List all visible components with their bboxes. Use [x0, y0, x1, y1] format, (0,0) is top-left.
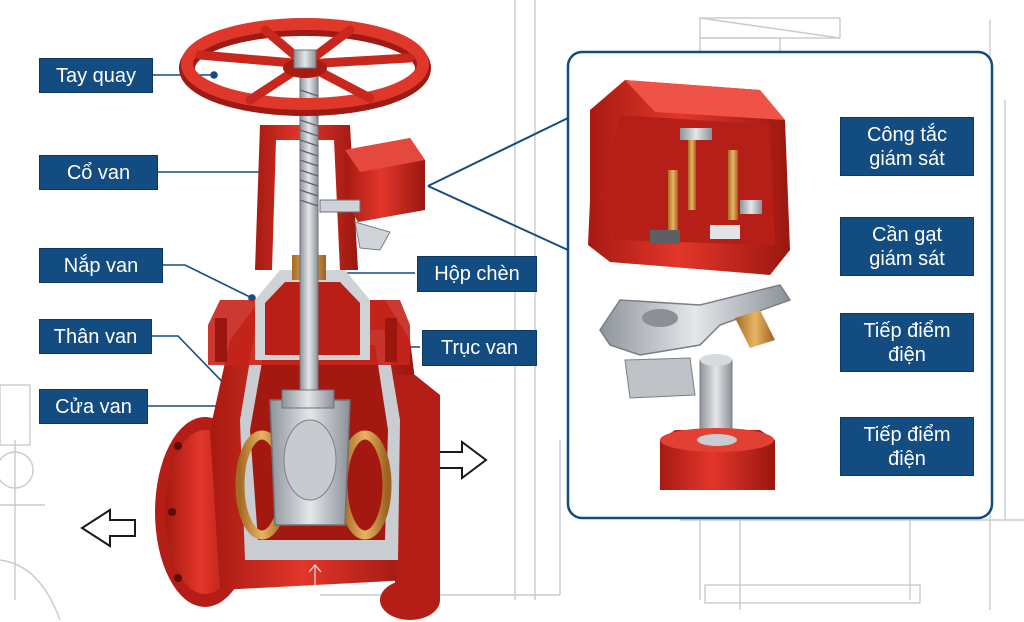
label-electrical-contact-1-line1: Tiếp điểm: [863, 319, 951, 342]
label-handwheel: Tay quay: [39, 58, 153, 93]
label-yoke-text: Cổ van: [66, 161, 131, 184]
label-supervisory-switch: Công tắc giám sát: [840, 117, 974, 176]
flow-arrow-right-icon: [436, 440, 488, 480]
label-electrical-contact-1: Tiếp điểm điện: [840, 313, 974, 372]
label-supervisory-lever-line1: Cần gạt: [871, 223, 943, 246]
valve-body-drawing: [155, 69, 440, 620]
label-yoke: Cổ van: [39, 155, 158, 190]
label-stem: Trục van: [422, 330, 537, 366]
stem-post-drawing: [660, 354, 775, 490]
label-supervisory-lever-line2: giám sát: [869, 247, 945, 270]
label-electrical-contact-2-line2: điện: [888, 447, 926, 470]
label-stem-text: Trục van: [440, 337, 519, 359]
label-gate-text: Cửa van: [55, 395, 132, 418]
label-supervisory-switch-line2: giám sát: [869, 147, 945, 170]
label-electrical-contact-1-line2: điện: [888, 343, 926, 366]
label-bonnet-text: Nắp van: [63, 254, 139, 277]
label-bonnet: Nắp van: [39, 248, 163, 283]
lever-drawing: [599, 284, 792, 399]
handwheel-drawing: [179, 18, 431, 116]
arrow-marker-blueprint: [308, 563, 322, 585]
label-body: Thân van: [39, 319, 152, 354]
flow-arrow-left-icon: [80, 508, 136, 548]
label-electrical-contact-2: Tiếp điểm điện: [840, 417, 974, 476]
label-supervisory-switch-line1: Công tắc: [866, 123, 948, 146]
label-supervisory-lever: Cần gạt giám sát: [840, 217, 974, 276]
label-electrical-contact-2-line1: Tiếp điểm: [863, 423, 951, 446]
flow-arrows: [80, 440, 488, 548]
label-packing-box-text: Hộp chèn: [434, 263, 520, 285]
label-body-text: Thân van: [53, 325, 138, 348]
label-handwheel-text: Tay quay: [55, 64, 137, 87]
label-packing-box: Hộp chèn: [417, 256, 537, 292]
label-gate: Cửa van: [39, 389, 148, 424]
switch-housing-drawing: [588, 80, 790, 275]
switch-box-small: [319, 138, 425, 251]
